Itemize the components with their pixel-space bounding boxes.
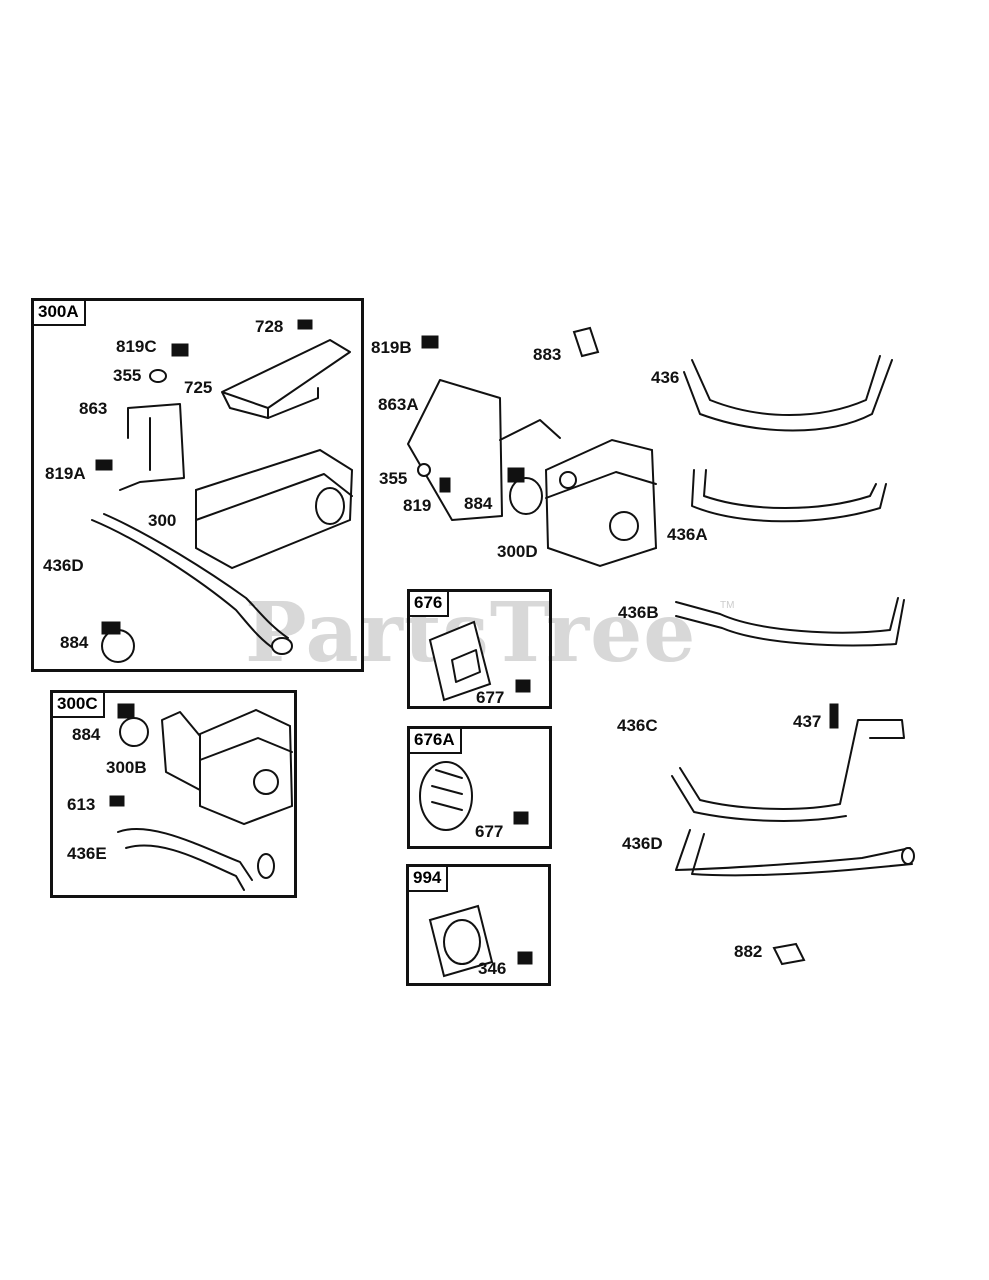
- heat-shield-725: [221, 339, 351, 419]
- part-label-863a: 863A: [378, 395, 419, 414]
- gasket-883: [572, 326, 600, 358]
- part-label-677-a: 677: [476, 688, 505, 707]
- part-label-300b: 300B: [106, 758, 147, 777]
- part-label-677-b: 677: [475, 822, 504, 841]
- group-994-tag: 994: [409, 867, 449, 892]
- guard-994: [428, 904, 494, 978]
- part-label-613: 613: [67, 795, 96, 814]
- part-label-884-c: 884: [72, 725, 101, 744]
- part-label-346: 346: [478, 959, 507, 978]
- watermark-trademark: TM: [720, 600, 735, 611]
- part-label-436e: 436E: [67, 844, 107, 863]
- group-300c-tag: 300C: [53, 693, 105, 718]
- part-label-725: 725: [184, 378, 213, 397]
- bracket-863: [119, 403, 185, 491]
- washer-355: [149, 369, 167, 383]
- bolt-677-b: [513, 811, 529, 825]
- guard-676: [428, 620, 492, 702]
- group-676-tag: 676: [410, 592, 450, 617]
- pipe-436: [691, 355, 881, 416]
- bolt-819: [439, 477, 451, 493]
- part-label-436: 436: [651, 368, 680, 387]
- gasket-882: [772, 942, 806, 966]
- bolt-437: [829, 703, 839, 729]
- clamp-884-b: [507, 467, 543, 515]
- clamp-884-a: [101, 621, 135, 663]
- group-994: 994: [406, 864, 551, 986]
- part-label-819a: 819A: [45, 464, 86, 483]
- washer-355-b: [417, 463, 431, 477]
- part-label-436d-a: 436D: [43, 556, 84, 575]
- muffler-300: [195, 448, 354, 570]
- group-676: 676: [407, 589, 552, 709]
- part-label-300d: 300D: [497, 542, 538, 561]
- bracket-863a: [407, 379, 561, 521]
- pipe-436d-b: [675, 829, 911, 871]
- group-300a: 300A: [31, 298, 364, 672]
- part-label-884-b: 884: [464, 494, 493, 513]
- muffler-300b: [161, 708, 294, 826]
- muffler-300d: [544, 438, 658, 568]
- bolt-613: [109, 795, 125, 807]
- group-676a-tag: 676A: [410, 729, 462, 754]
- part-label-436b: 436B: [618, 603, 659, 622]
- part-label-436c: 436C: [617, 716, 658, 735]
- part-label-883: 883: [533, 345, 562, 364]
- group-300c: 300C: [50, 690, 297, 898]
- bolt-728: [297, 319, 313, 330]
- part-label-884-a: 884: [60, 633, 89, 652]
- group-300a-tag: 300A: [34, 301, 86, 326]
- part-label-436a: 436A: [667, 525, 708, 544]
- part-label-355-b: 355: [379, 469, 408, 488]
- part-label-437: 437: [793, 712, 822, 731]
- pipe-436d-a: [91, 519, 277, 651]
- pipe-436e: [117, 827, 253, 881]
- part-label-728: 728: [255, 317, 284, 336]
- part-label-819c: 819C: [116, 337, 157, 356]
- part-label-436d-b: 436D: [622, 834, 663, 853]
- bolt-819a: [95, 459, 113, 471]
- group-676a: 676A: [407, 726, 552, 849]
- bolt-677-a: [515, 679, 531, 693]
- pipe-436b: [675, 597, 899, 634]
- part-label-300: 300: [148, 511, 177, 530]
- pipe-436c: [679, 719, 905, 810]
- clamp-884-c: [117, 703, 149, 747]
- part-label-819: 819: [403, 496, 432, 515]
- guard-676a: [419, 761, 473, 831]
- bolt-819b: [421, 335, 439, 349]
- bolt-819c: [171, 343, 189, 357]
- part-label-819b: 819B: [371, 338, 412, 357]
- part-label-863: 863: [79, 399, 108, 418]
- part-label-882: 882: [734, 942, 763, 961]
- bolt-346: [517, 951, 533, 965]
- part-label-355-a: 355: [113, 366, 142, 385]
- pipe-436a: [691, 469, 887, 523]
